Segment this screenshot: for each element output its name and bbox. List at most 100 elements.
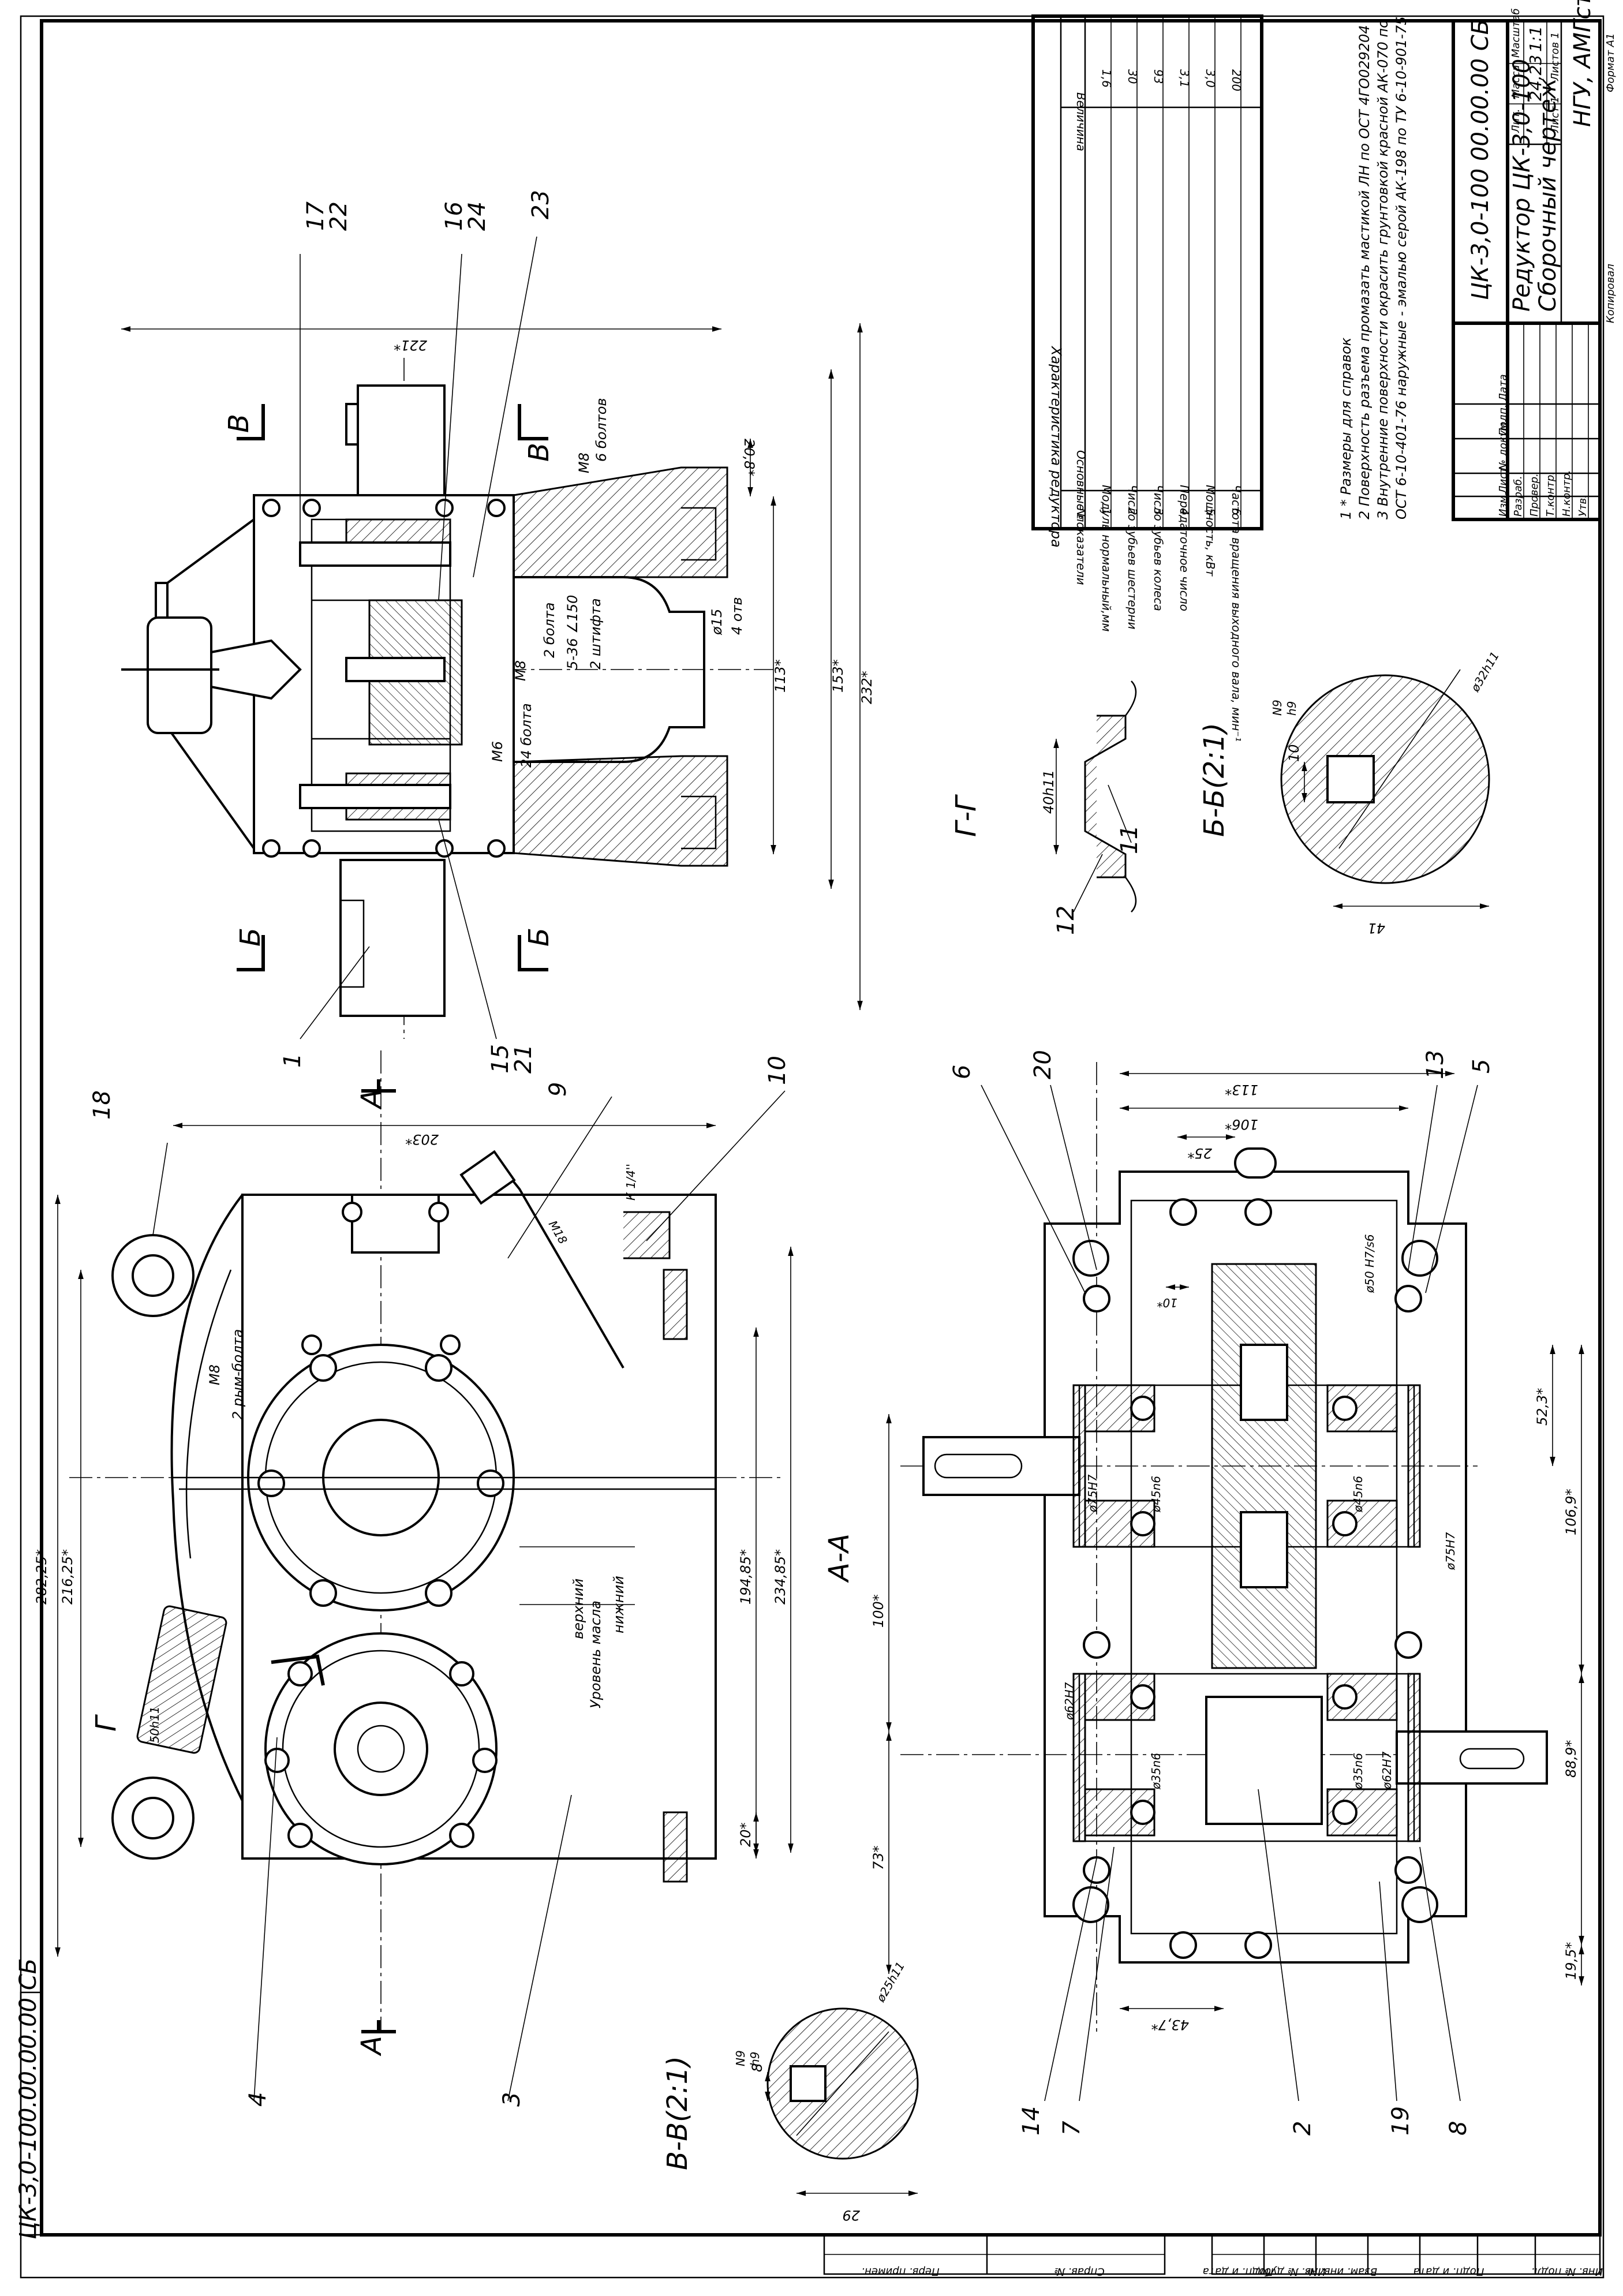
fit-d50: ø50 H7/s6 [1363, 1234, 1377, 1293]
dim-106: 106* [1225, 1116, 1258, 1132]
table-row-5: 5 Мощность, кВт 3,0 [1203, 69, 1217, 577]
label-k14: К 1/4'' [624, 1164, 638, 1201]
callout-18: 18 [89, 1090, 115, 1120]
cell-sprav: Справ. № [1054, 2265, 1105, 2278]
bottom-frame-strip [823, 2234, 1601, 2275]
vv-fit-bot: h9 [748, 2052, 762, 2066]
svg-text:Дата: Дата [1497, 374, 1509, 402]
dim-43-7: 43,7* [1151, 2017, 1189, 2033]
sheet-number: Лист 1 [1549, 96, 1561, 133]
callout-19: 19 [1388, 2106, 1414, 2136]
bb-fit-top: N9 [1270, 700, 1284, 716]
dim-203: 203* [405, 1131, 439, 1147]
fit-d45-left: ø45n6 [1149, 1476, 1163, 1513]
callout-13: 13 [1422, 1050, 1449, 1079]
dim-221: 221* [394, 337, 427, 353]
cell-inv-podl: Инв. № подл. [1531, 2265, 1603, 2278]
label-level-top: верхний [570, 1579, 586, 1639]
label-4-holes: 4 отв [729, 597, 745, 635]
label-24-bolts: 24 болта [518, 703, 534, 768]
characteristics-table [1031, 14, 1263, 530]
svg-text:ОСТ 6-10-401-76 наружные - эма: ОСТ 6-10-401-76 наружные - эмалью серой … [1393, 17, 1409, 520]
dim-113-top: 113* [772, 659, 788, 693]
callout-6: 6 [949, 1065, 975, 1079]
dim-20-front: 20* [738, 1822, 754, 1847]
cell-podp-data-2: Подп. и дата [1203, 2265, 1274, 2278]
table-row-4: 4 Передаточное число 3,1 [1177, 69, 1191, 611]
sheets-count: Листов 1 [1549, 32, 1561, 81]
table-row-6: 6 Частота вращения выходного вала, мин⁻¹… [1229, 69, 1243, 742]
svg-text:5: 5 [1203, 508, 1217, 515]
svg-text:3,1: 3,1 [1177, 69, 1191, 88]
svg-text:Лист: Лист [1497, 467, 1509, 494]
cell-perv-primen: Перв. примен. [861, 2265, 939, 2278]
tb-header-scale: Масштаб [1510, 8, 1522, 58]
callout-9: 9 [545, 1082, 571, 1097]
table-row-1: 1 Модуль нормальный,мм 1,6 [1100, 69, 1113, 631]
label-oil-level: Уровень масла [588, 1601, 604, 1708]
label-m8-front: М8 [207, 1364, 223, 1385]
callout-1: 1 [279, 1053, 306, 1068]
label-2-bolts: 2 болта [541, 603, 558, 658]
dim-232: 232* [859, 671, 875, 704]
dim-234-85: 234,85* [772, 1549, 788, 1605]
title-line-1: Редуктор ЦК-3,0-100 [1509, 59, 1535, 312]
table-row-3: 3 Число зубьев колеса 93 [1151, 69, 1165, 611]
dim-88-9: 88,9* [1563, 1740, 1579, 1778]
svg-text:Подп.: Подп. [1497, 405, 1509, 436]
label-2-pins: 2 штифта [588, 598, 604, 670]
label-5-36: 5-36 ∠150 [564, 595, 581, 670]
cell-podp-data-1: Подп. и дата [1413, 2265, 1484, 2278]
callout-8: 8 [1445, 2121, 1472, 2136]
section-vv [765, 2007, 919, 2196]
svg-text:Частота вращения выходного вал: Частота вращения выходного вала, мин⁻¹ [1229, 485, 1243, 742]
callout-5: 5 [1468, 1059, 1495, 1074]
svg-text:№ докум.: № докум. [1497, 419, 1509, 471]
svg-text:2 Поверхность разъема промазат: 2 Поверхность разъема промазать мастикой… [1356, 25, 1373, 519]
svg-text:Модуль нормальный,мм: Модуль нормальный,мм [1100, 485, 1113, 631]
organization: НГУ, АМГст-08 [1569, 0, 1596, 127]
technical-notes: 1 * Размеры для справок 2 Поверхность ра… [1338, 17, 1409, 520]
callout-14: 14 [1018, 2106, 1045, 2136]
label-m6: М6 [489, 741, 506, 762]
svg-text:Н.контр.: Н.контр. [1561, 470, 1573, 517]
tb-header-lit: Лит. [1510, 109, 1522, 133]
section-mark-v-right: В [523, 443, 555, 462]
svg-text:Число зубьев шестерни: Число зубьев шестерни [1125, 485, 1139, 629]
callout-20: 20 [1030, 1050, 1056, 1079]
dim-40h11: 40h11 [1041, 770, 1057, 814]
dim-100: 100* [870, 1594, 887, 1628]
table-title: Характеристика редуктора [1048, 345, 1064, 548]
section-bb [1280, 669, 1490, 909]
section-mark-a-bottom: А [356, 2036, 388, 2056]
svg-text:1,6: 1,6 [1100, 69, 1113, 88]
dim-113-aa: 113* [1225, 1082, 1258, 1098]
dim-19-5: 19,5* [1563, 1942, 1579, 1980]
svg-text:Утв.: Утв. [1577, 495, 1589, 517]
dim-73: 73* [870, 1845, 887, 1870]
dim-106-9: 106,9* [1563, 1489, 1579, 1535]
dim-282-25: 282,25* [33, 1549, 50, 1605]
label-6-bolts: 6 болтов [593, 398, 609, 462]
callout-3: 3 [499, 2092, 525, 2107]
table-header-n: № [1074, 507, 1088, 520]
svg-text:3: 3 [1151, 508, 1165, 515]
vv-diameter: ø25h11 [873, 1960, 907, 2005]
scale-value: 1:1 [1526, 26, 1545, 52]
callout-17: 17 [302, 201, 329, 231]
label-50h11: 50h11 [148, 1706, 162, 1743]
view-gg [1053, 680, 1137, 913]
title-block [1452, 19, 1602, 521]
title-block-rows: Изм. Лист № докум. Подп. Дата Разраб. Пр… [1497, 374, 1589, 517]
cell-inv-dubl: Инв. № дубл. [1254, 2265, 1325, 2278]
section-bb-title: Б-Б(2:1) [1198, 723, 1231, 837]
callout-4: 4 [245, 2092, 271, 2107]
dim-216-25: 216,25* [59, 1549, 76, 1605]
top-view [121, 323, 863, 1039]
fit-d35-left: ø35n6 [1149, 1753, 1163, 1790]
dim-153: 153* [830, 659, 846, 693]
tb-header-mass: Масса [1510, 65, 1522, 98]
vv-fit-top: N9 [734, 2050, 747, 2066]
section-aa-view [886, 1062, 1584, 2032]
fit-d62-right: ø62H7 [1380, 1751, 1394, 1790]
